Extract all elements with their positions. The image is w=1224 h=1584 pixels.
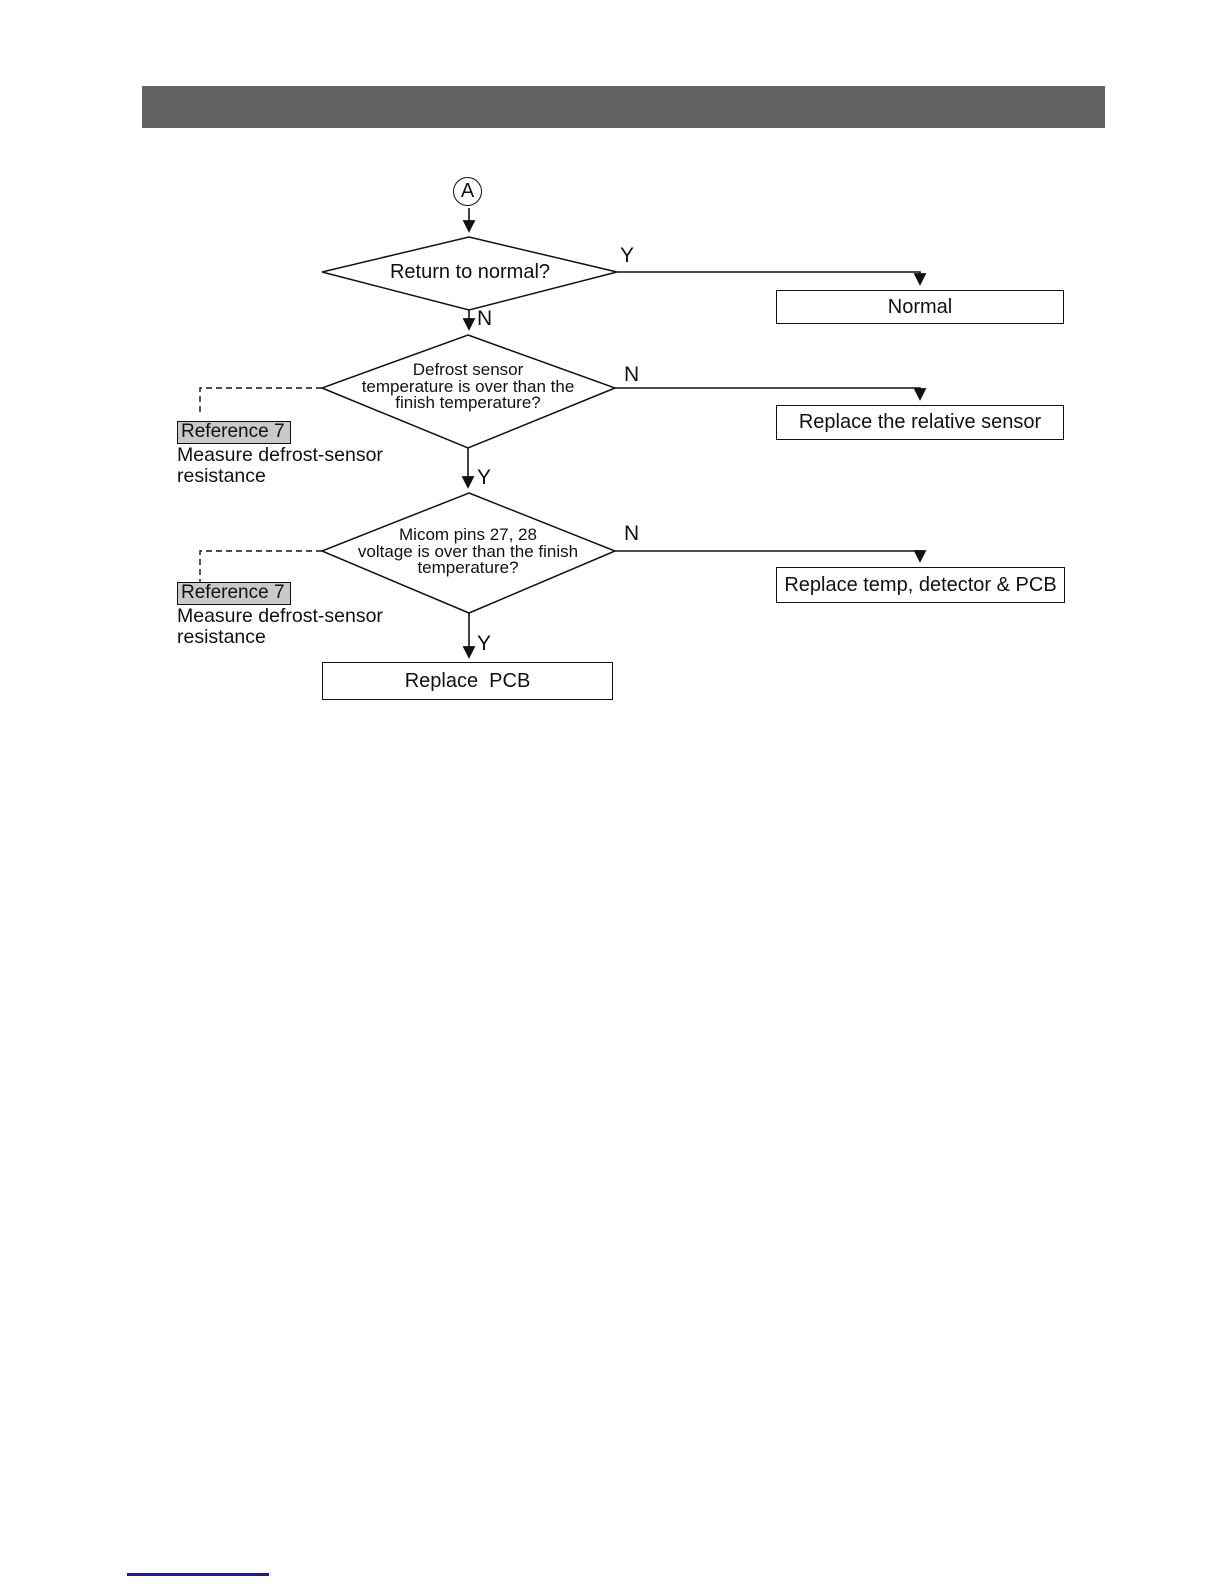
reference-1-note-line2: resistance <box>177 464 266 487</box>
result-box-replace-pcb-label: Replace PCB <box>404 669 531 692</box>
result-box-replace-sensor: Replace the relative sensor <box>776 405 1064 440</box>
reference-2-note-line2: resistance <box>177 625 266 648</box>
branch-label-no-1: N <box>477 307 493 330</box>
decision-micom-pins-line2: voltage is over than the finish <box>357 541 579 561</box>
result-box-normal-label: Normal <box>887 295 953 318</box>
decision-defrost-sensor-label: Defrost sensor temperature is over than … <box>318 360 618 412</box>
reference-1-badge: Reference 7 <box>177 421 291 444</box>
reference-note-1: Reference 7 Measure defrost-sensor resis… <box>177 421 437 486</box>
decision-micom-pins-label: Micom pins 27, 28 voltage is over than t… <box>318 525 618 577</box>
connector-a: A <box>453 177 482 206</box>
branch-label-yes-1: Y <box>620 244 635 267</box>
section-header-bar <box>142 86 1105 128</box>
reference-1-note: Measure defrost-sensor resistance <box>177 445 437 486</box>
reference-note-2: Reference 7 Measure defrost-sensor resis… <box>177 582 437 647</box>
footer-rule <box>127 1573 269 1576</box>
result-box-replace-temp-detector-label: Replace temp, detector & PCB <box>784 573 1057 596</box>
decision-micom-pins-line1: Micom pins 27, 28 <box>399 525 537 544</box>
decision-defrost-sensor-line3: finish temperature? <box>395 393 541 412</box>
decision-defrost-sensor-line2: temperature is over than the <box>361 376 575 396</box>
branch-label-no-3: N <box>624 522 640 545</box>
branch-label-no-2: N <box>624 363 640 386</box>
connector-a-label: A <box>460 180 475 202</box>
decision-micom-pins-line3: temperature? <box>417 558 519 577</box>
decision-return-normal-label: Return to normal? <box>389 261 551 283</box>
result-box-replace-pcb: Replace PCB <box>322 662 613 700</box>
dashed-ref-line-2 <box>199 550 322 583</box>
arrow-decision2-no-to-replace-sensor <box>615 387 927 401</box>
reference-2-badge: Reference 7 <box>177 582 291 605</box>
result-box-replace-temp-detector: Replace temp, detector & PCB <box>776 567 1065 603</box>
reference-2-note: Measure defrost-sensor resistance <box>177 606 437 647</box>
reference-2-note-line1: Measure defrost-sensor <box>177 605 383 627</box>
reference-1-note-line1: Measure defrost-sensor <box>177 444 383 466</box>
result-box-normal: Normal <box>776 290 1064 324</box>
result-box-replace-sensor-label: Replace the relative sensor <box>798 411 1042 433</box>
flowchart-canvas <box>199 208 927 659</box>
arrow-decision3-no-to-replace-detector <box>615 550 927 563</box>
branch-label-yes-3: Y <box>477 632 492 655</box>
branch-label-yes-2: Y <box>477 466 492 489</box>
dashed-ref-line-1 <box>199 387 322 416</box>
decision-defrost-sensor-line1: Defrost sensor <box>412 360 524 379</box>
arrow-decision1-yes-to-normal <box>617 271 927 286</box>
